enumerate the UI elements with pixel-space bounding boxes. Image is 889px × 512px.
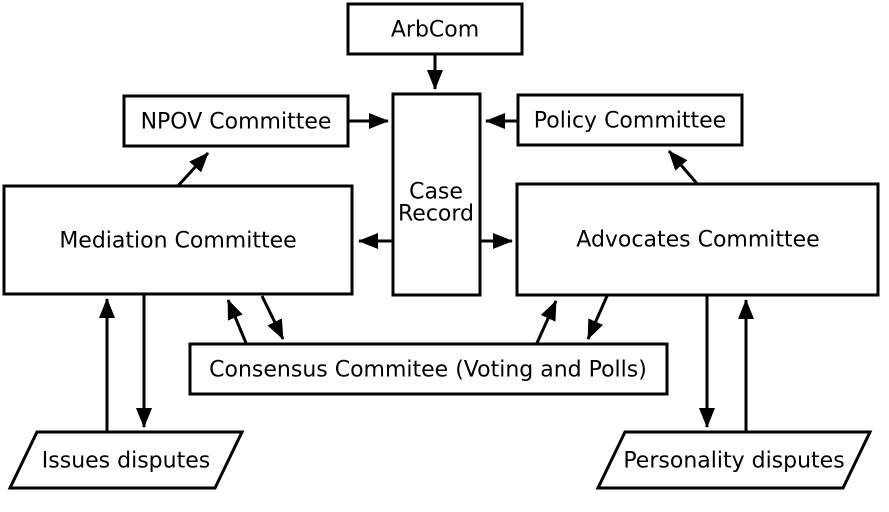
consensus-box <box>188 342 669 396</box>
edge-consensus-to-advocates <box>535 300 558 344</box>
arbcom-label: ArbCom <box>391 18 479 43</box>
edge-advocates-to-policy <box>667 150 701 187</box>
issues-label: Issues disputes <box>42 449 210 474</box>
node-arbcom: ArbCom <box>346 2 524 56</box>
policy-label: Policy Committee <box>534 109 726 134</box>
diagram-edges <box>99 54 754 432</box>
policy-box <box>516 93 744 147</box>
personality-label: Personality disputes <box>623 449 844 474</box>
mediation-box <box>2 184 354 296</box>
npov-box <box>122 94 350 148</box>
node-advocates-committee: Advocates Committee <box>515 182 880 297</box>
consensus-label: Consensus Commitee (Voting and Polls) <box>209 358 647 383</box>
advocates-label: Advocates Committee <box>576 228 819 253</box>
node-issues-disputes: Issues disputes <box>7 430 245 490</box>
case-record-label-line2: Record <box>398 202 474 227</box>
edge-mediation-to-npov <box>175 151 210 189</box>
npov-label: NPOV Committee <box>141 110 332 135</box>
node-personality-disputes: Personality disputes <box>595 430 873 490</box>
case-record-box <box>391 92 482 297</box>
node-consensus-committee: Consensus Commitee (Voting and Polls) <box>188 342 669 396</box>
edge-mediation-to-consensus <box>260 295 285 340</box>
node-policy-committee: Policy Committee <box>516 93 744 147</box>
case-record-label-line1: Case <box>409 180 463 205</box>
edge-consensus-to-mediation <box>226 299 248 344</box>
node-npov-committee: NPOV Committee <box>122 94 350 148</box>
advocates-box <box>515 182 880 297</box>
arbcom-box <box>346 2 524 56</box>
personality-parallelogram <box>595 430 873 490</box>
node-case-record: Case Record <box>391 92 482 297</box>
mediation-label: Mediation Committee <box>59 229 296 254</box>
edge-advocates-to-consensus <box>586 295 609 340</box>
node-mediation-committee: Mediation Committee <box>2 184 354 296</box>
issues-parallelogram <box>7 430 245 490</box>
